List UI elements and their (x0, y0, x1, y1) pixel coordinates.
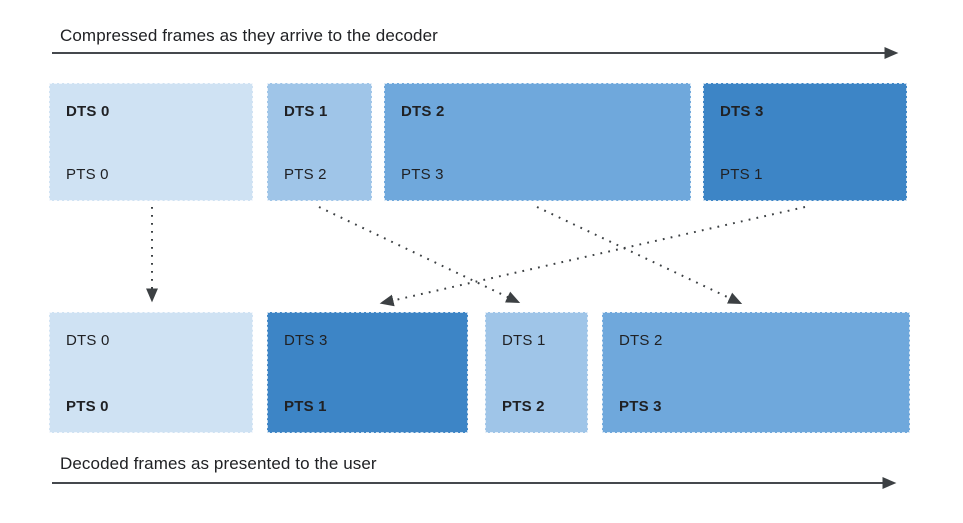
dts-label: DTS 0 (66, 332, 110, 349)
pts-label: PTS 1 (284, 398, 327, 415)
pts-label: PTS 3 (619, 398, 662, 415)
dts-label: DTS 3 (720, 103, 764, 120)
top-frame-dts0: DTS 0 PTS 0 (49, 83, 253, 201)
bottom-frame-pts2: DTS 1 PTS 2 (485, 312, 588, 433)
dts-label: DTS 1 (284, 103, 328, 120)
pts-label: PTS 0 (66, 398, 109, 415)
dts-label: DTS 0 (66, 103, 110, 120)
bottom-frame-pts0: DTS 0 PTS 0 (49, 312, 253, 433)
arrow-dts2-to-slot4 (536, 206, 743, 305)
pts-label: PTS 1 (720, 166, 763, 183)
pts-label: PTS 2 (284, 166, 327, 183)
bottom-axis-label: Decoded frames as presented to the user (60, 454, 377, 473)
pts-label: PTS 2 (502, 398, 545, 415)
top-frame-dts1: DTS 1 PTS 2 (267, 83, 372, 201)
bottom-frame-pts3: DTS 2 PTS 3 (602, 312, 910, 433)
top-axis-label: Compressed frames as they arrive to the … (60, 26, 438, 45)
dts-label: DTS 2 (619, 332, 663, 349)
arrow-dts1-to-slot3 (318, 206, 521, 304)
pts-label: PTS 3 (401, 166, 444, 183)
top-frame-dts3: DTS 3 PTS 1 (703, 83, 907, 201)
dts-label: DTS 1 (502, 332, 546, 349)
top-frame-dts2: DTS 2 PTS 3 (384, 83, 691, 201)
bottom-frame-pts1: DTS 3 PTS 1 (267, 312, 468, 433)
pts-label: PTS 0 (66, 166, 109, 183)
dts-label: DTS 3 (284, 332, 328, 349)
dts-label: DTS 2 (401, 103, 445, 120)
arrow-dts3-to-slot2 (379, 206, 806, 307)
